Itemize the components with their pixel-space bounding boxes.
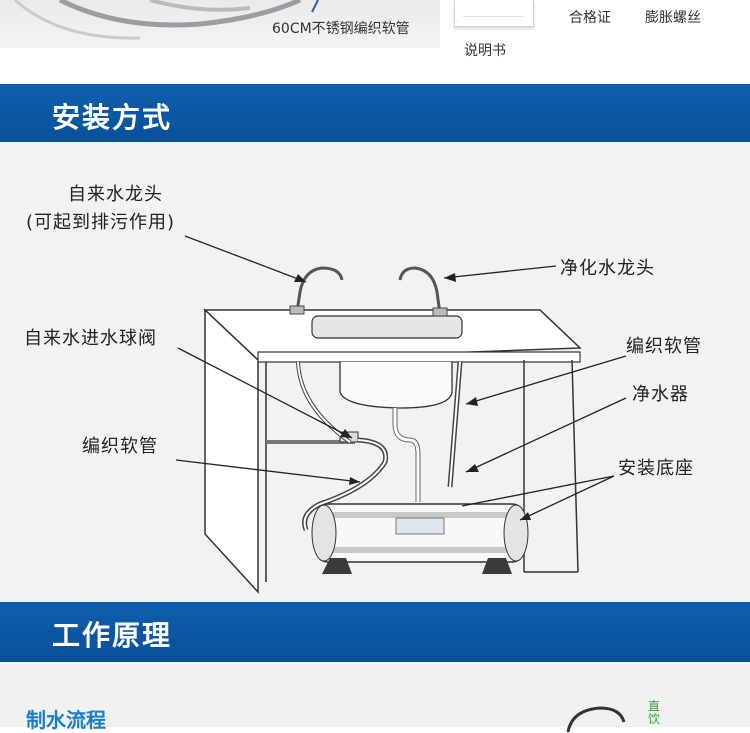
cabinet-sink-illustration bbox=[175, 235, 627, 594]
purifier-label: 净水器 bbox=[632, 384, 689, 405]
installation-diagram: 自来水龙头 (可起到排污作用) 净化水龙头 自来水进水球阀 编织软管 编织软管 … bbox=[0, 142, 750, 602]
inlet-ball-valve-label: 自来水进水球阀 bbox=[24, 328, 157, 349]
principle-section-title: 工作原理 bbox=[52, 619, 173, 652]
tap-water-faucet-label: 自来水龙头 bbox=[68, 184, 163, 205]
braided-hose-photo bbox=[0, 0, 440, 48]
process-title: 制水流程 bbox=[26, 708, 106, 732]
braided-hose-right-label: 编织软管 bbox=[626, 336, 702, 357]
install-section-header: 安装方式 bbox=[0, 84, 750, 144]
faucet-outline-icon bbox=[566, 706, 626, 732]
accessories-strip: 60CM不锈钢编织软管 说明书 合格证 膨胀螺丝 bbox=[0, 0, 750, 84]
process-area: 制水流程 直饮 bbox=[0, 664, 750, 732]
principle-section-header: 工作原理 bbox=[0, 602, 750, 662]
direct-drink-text: 直饮 bbox=[647, 699, 660, 726]
manual-caption: 说明书 bbox=[464, 43, 506, 59]
hose-caption: 60CM不锈钢编织软管 bbox=[272, 21, 410, 37]
manual-image bbox=[454, 0, 534, 27]
mount-base-label: 安装底座 bbox=[618, 458, 694, 479]
faucet-note-label: (可起到排污作用) bbox=[26, 212, 176, 233]
hose-coil-icon bbox=[14, 0, 319, 40]
screws-caption: 膨胀螺丝 bbox=[645, 10, 701, 26]
purified-faucet-label: 净化水龙头 bbox=[560, 258, 655, 279]
install-section-title: 安装方式 bbox=[52, 101, 173, 134]
braided-hose-left-label: 编织软管 bbox=[82, 436, 158, 457]
certificate-caption: 合格证 bbox=[569, 10, 611, 26]
